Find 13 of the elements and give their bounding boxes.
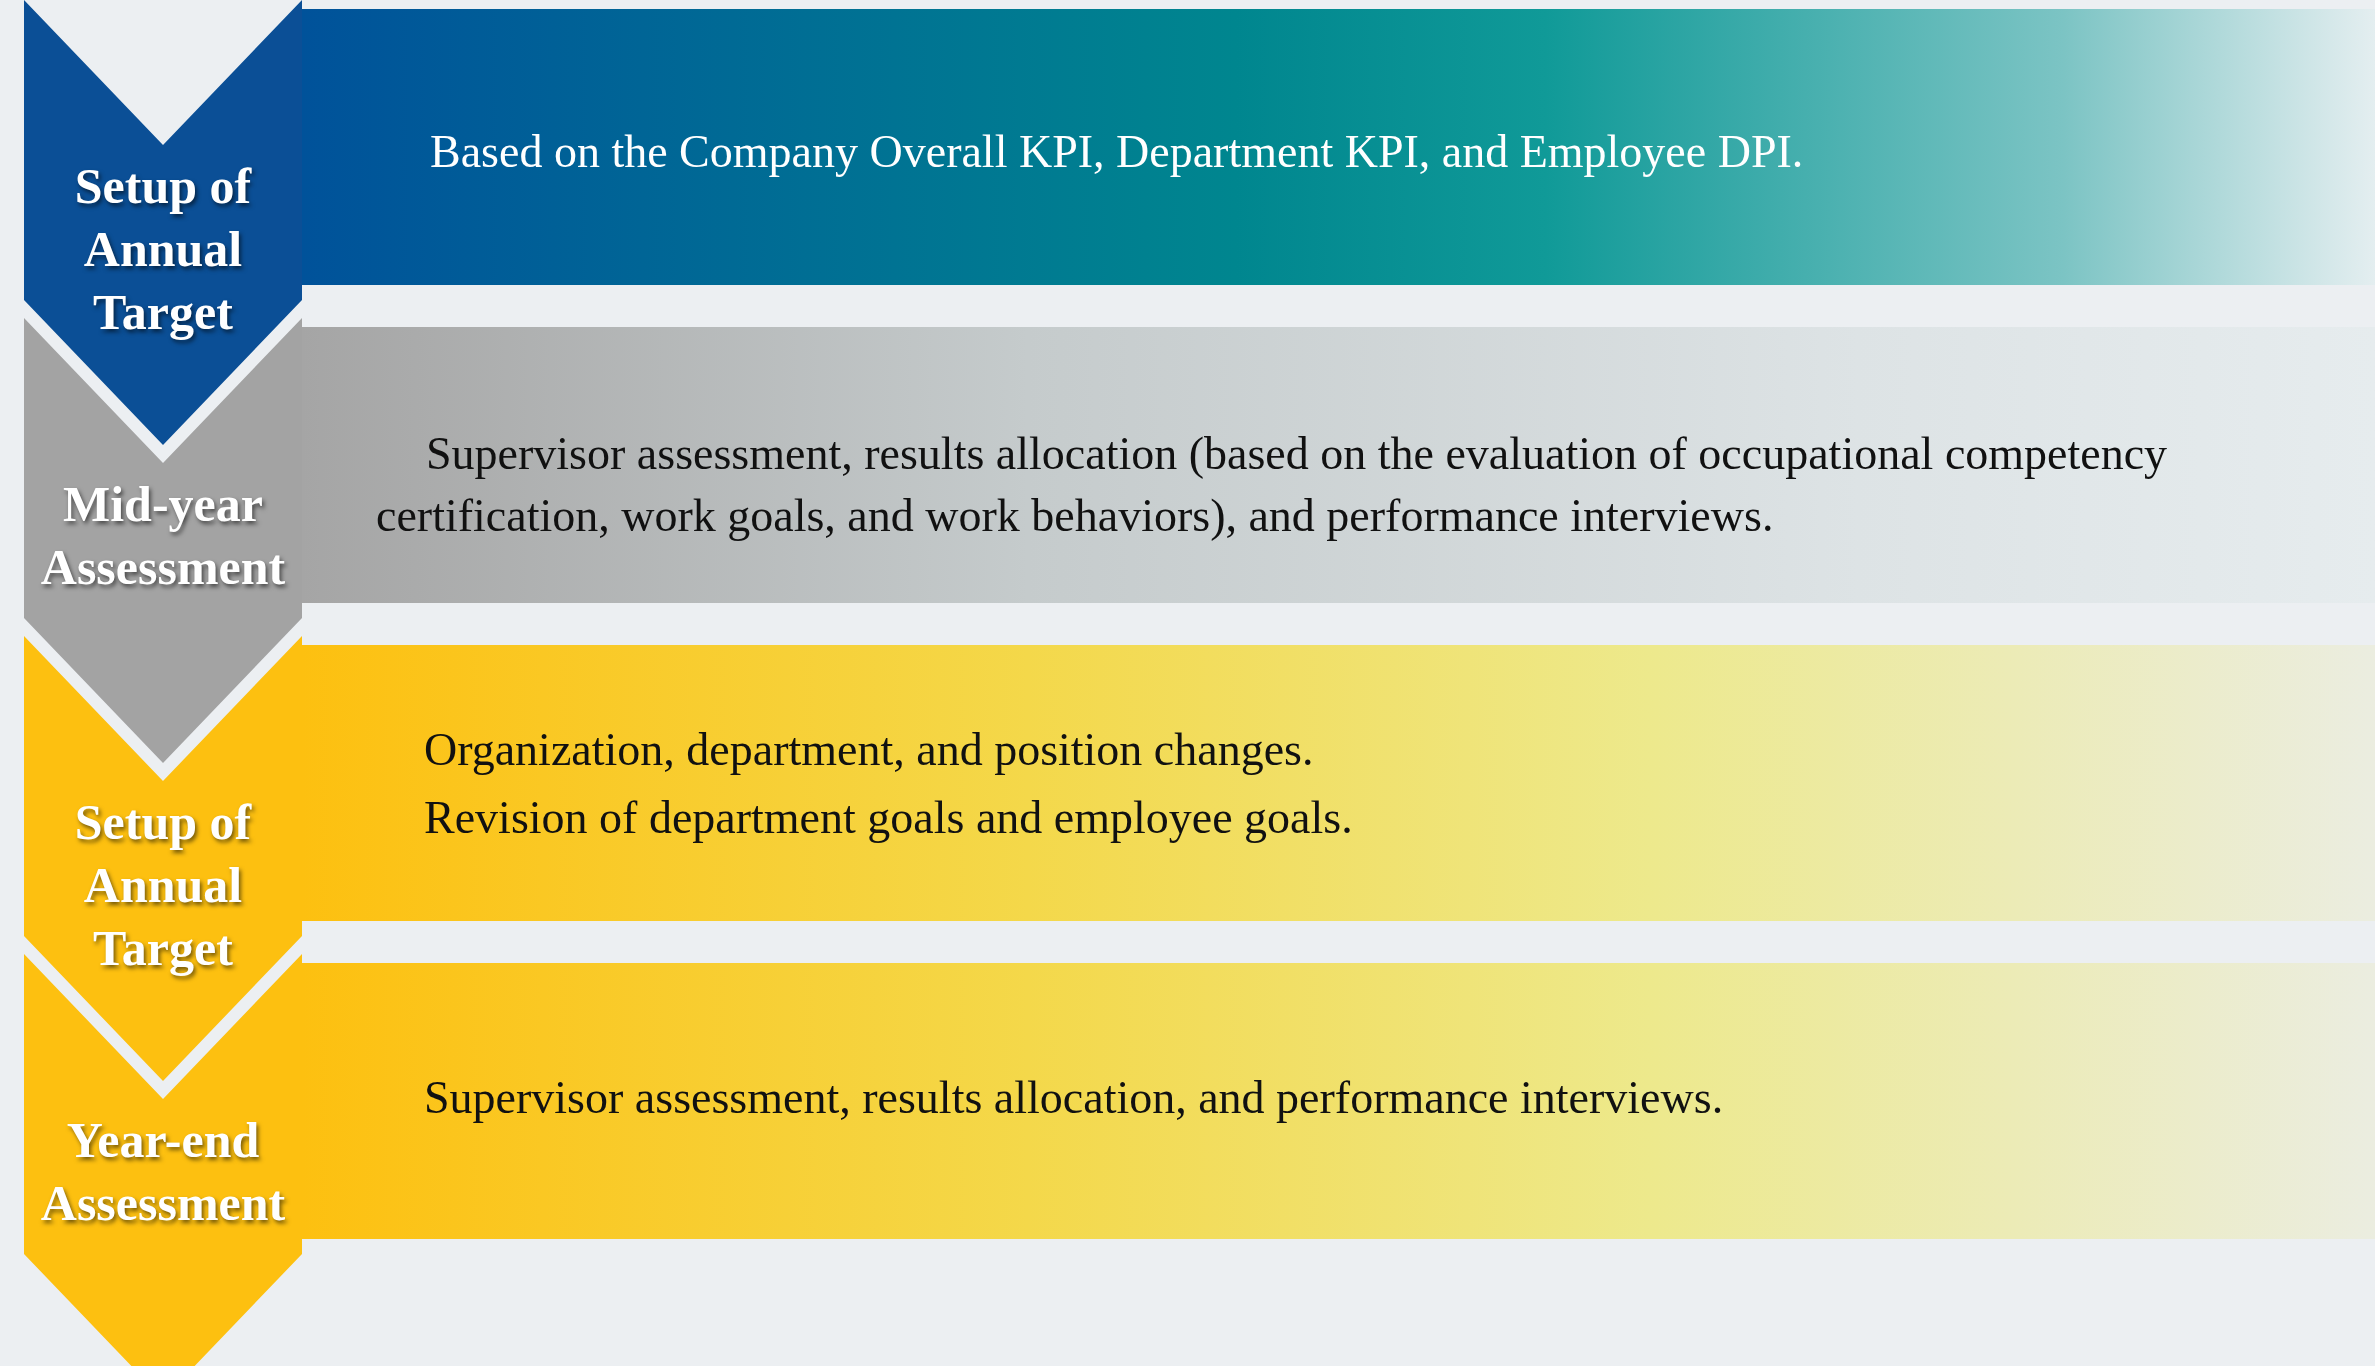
- description-text: Supervisor assessment, results allocation, and performance interviews.: [424, 1071, 1725, 1125]
- description-band: [302, 963, 2375, 1239]
- step-title: Setup of Annual Target: [73, 157, 253, 342]
- step-title: Mid-year Assessment: [39, 475, 287, 597]
- description-band: [302, 645, 2375, 921]
- description-text: Based on the Company Overall KPI, Department KPI, and Employee DPI.: [430, 125, 1805, 179]
- description-band: [302, 327, 2375, 603]
- description-text: Supervisor assessment, results allocation (based on the evaluation of occupational competency certification, work goals, and work behaviors), and performance interviews.: [376, 427, 2169, 543]
- description-text: Organization, department, and position changes.: [424, 723, 1315, 777]
- step-title: Setup of Annual Target: [73, 793, 253, 978]
- description-text: Revision of department goals and employee goals.: [424, 791, 1354, 845]
- description-band: [302, 9, 2375, 285]
- step-title: Year-end Assessment: [39, 1111, 287, 1233]
